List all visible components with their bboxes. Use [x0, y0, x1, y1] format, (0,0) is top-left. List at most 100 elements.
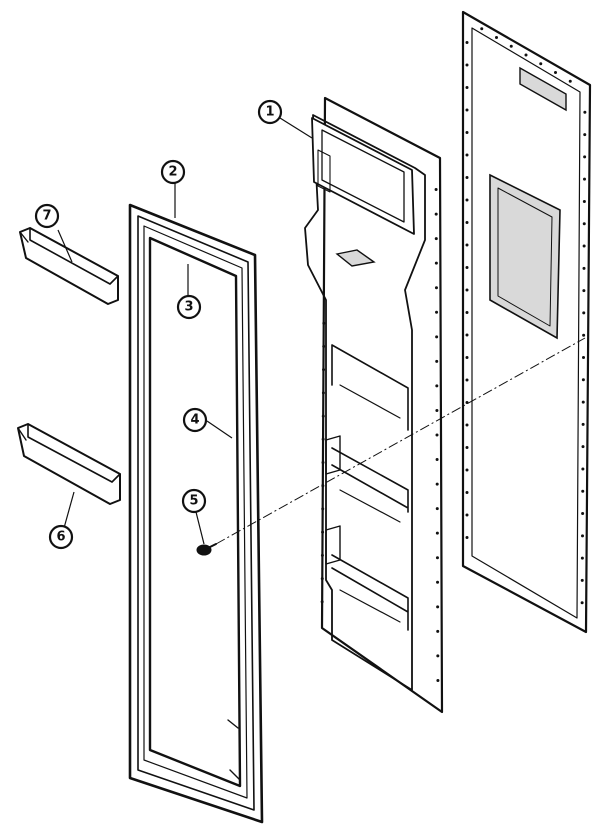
rivet	[583, 177, 586, 181]
rivet	[580, 578, 584, 582]
rivet	[322, 344, 326, 348]
rivet	[465, 198, 469, 202]
rivet	[465, 266, 469, 269]
alignment-line	[215, 337, 586, 545]
rivet	[435, 507, 439, 511]
callout-7: 7	[34, 203, 60, 229]
rivet	[465, 86, 469, 89]
rivet	[321, 461, 325, 464]
rivet	[435, 531, 439, 535]
rivet	[465, 311, 469, 314]
rivet	[320, 553, 324, 557]
rivet	[465, 378, 469, 382]
callout-6: 6	[48, 524, 74, 550]
rivet	[465, 41, 469, 44]
rivet	[581, 400, 585, 404]
callout-3: 3	[176, 294, 202, 320]
rivet	[465, 63, 469, 67]
rivet	[465, 356, 469, 359]
rivet	[582, 266, 586, 270]
rivet	[580, 556, 584, 560]
leader-6	[63, 491, 75, 529]
rivet	[434, 188, 438, 192]
callout-2: 2	[160, 159, 186, 185]
rivet	[568, 79, 572, 83]
leader-5	[195, 511, 205, 545]
rivet	[436, 629, 440, 633]
rivet	[582, 333, 586, 337]
callout-2-label: 2	[168, 165, 177, 180]
rivet	[321, 391, 325, 395]
callout-1-label: 1	[265, 105, 274, 120]
rivet	[434, 261, 438, 265]
rivet	[436, 605, 440, 609]
rivet	[435, 556, 439, 560]
rivet	[465, 333, 469, 337]
screw	[196, 543, 217, 556]
leader-1	[279, 117, 313, 139]
rivet	[581, 489, 585, 493]
rivet	[582, 199, 586, 203]
leader-4	[206, 420, 233, 439]
door-shelf-bin-upper	[19, 227, 119, 305]
rivet	[435, 482, 439, 486]
callout-5: 5	[181, 488, 207, 514]
rivet	[581, 467, 585, 471]
inner-door-liner	[304, 96, 444, 714]
rivet	[580, 601, 584, 605]
callout-5-label: 5	[189, 494, 198, 509]
rivet	[582, 356, 585, 359]
rivet	[434, 237, 438, 241]
rivet	[320, 600, 324, 604]
rivet	[322, 368, 326, 372]
rivet	[539, 62, 543, 66]
rivet	[435, 335, 439, 339]
callout-6-label: 6	[56, 530, 65, 545]
callout-1: 1	[257, 99, 283, 125]
rivet	[465, 446, 469, 449]
callout-4: 4	[182, 407, 208, 433]
rivet	[581, 534, 584, 538]
rivet	[321, 414, 325, 418]
rivet	[465, 221, 469, 224]
callout-4-label: 4	[190, 413, 199, 428]
rivet	[465, 131, 469, 134]
rivet	[465, 243, 469, 247]
rivet	[495, 36, 498, 39]
rivet	[581, 445, 585, 449]
rivet	[436, 580, 440, 584]
rivet	[465, 536, 469, 539]
rivet	[582, 311, 586, 315]
rivet	[435, 458, 439, 462]
rivet	[435, 384, 439, 388]
rivet	[435, 433, 439, 437]
rivet	[321, 507, 325, 511]
rivet	[583, 155, 587, 159]
leader-7	[57, 229, 73, 263]
rivet	[509, 44, 513, 48]
rivet	[321, 530, 325, 534]
rivet	[581, 512, 585, 516]
rivet	[465, 513, 469, 517]
rivet	[583, 133, 587, 137]
rivet	[583, 110, 587, 114]
rivet	[465, 176, 469, 179]
door-shelf-bin-lower	[17, 423, 121, 505]
rivet	[435, 408, 439, 412]
rivet	[465, 288, 469, 292]
callout-3-label: 3	[184, 300, 193, 315]
rivet	[434, 212, 438, 216]
rivet	[465, 108, 469, 112]
rivet	[465, 468, 469, 472]
rivet	[465, 491, 469, 494]
rivet	[480, 27, 484, 31]
rivet	[465, 423, 469, 427]
rivet	[435, 359, 439, 363]
rivet	[435, 310, 439, 314]
rivet	[554, 71, 557, 74]
rivet	[582, 289, 586, 293]
rivet	[320, 577, 324, 581]
callout-7-label: 7	[42, 209, 51, 224]
rivet	[581, 378, 585, 382]
